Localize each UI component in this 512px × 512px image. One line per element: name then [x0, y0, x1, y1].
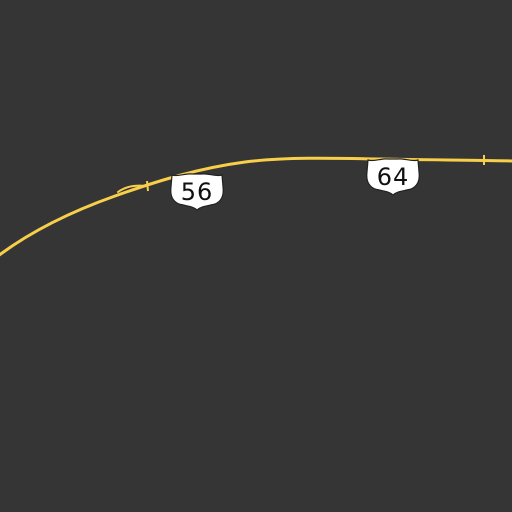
- us-route-shield[interactable]: 64: [364, 156, 422, 196]
- shield-route-number: 64: [376, 163, 410, 191]
- shield-route-number: 56: [180, 178, 214, 206]
- shield-icon: [170, 173, 224, 211]
- shield-icon: [366, 158, 420, 196]
- us-route-shield[interactable]: 56: [168, 171, 226, 211]
- road-tick: [146, 180, 149, 192]
- ramp-road: [117, 184, 147, 193]
- highway-road: [0, 156, 512, 257]
